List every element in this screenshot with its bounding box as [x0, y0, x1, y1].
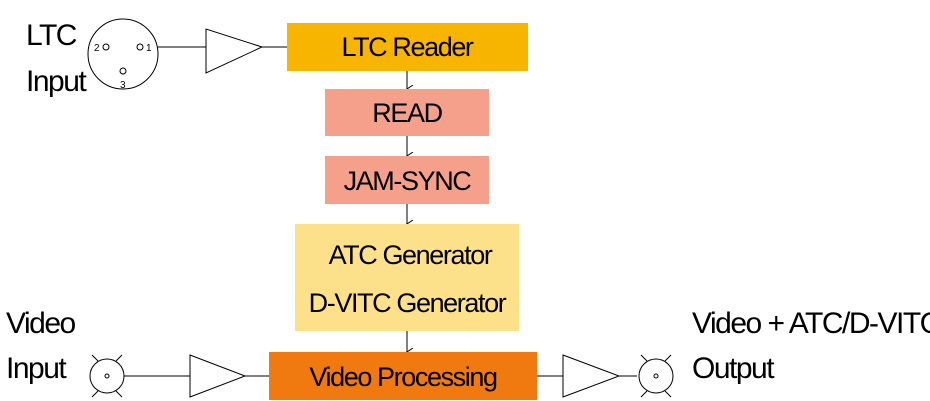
- bnc-input-connector-icon: [89, 354, 125, 398]
- output-label-line1: Video + ATC/D-VITC: [692, 307, 930, 340]
- output-label-line2: Output: [692, 352, 775, 385]
- xlr-pin-3-label: 3: [120, 80, 126, 91]
- xlr-pin-1-label: 1: [146, 43, 152, 54]
- video-input-label-line1: Video: [6, 307, 76, 340]
- output-amplifier-icon: [562, 354, 621, 398]
- video-processing-block: [269, 352, 537, 400]
- xlr-connector-icon: 2 1 3: [87, 18, 159, 91]
- jam-sync-block: [325, 156, 489, 204]
- jam-sync-label: JAM-SYNC: [344, 166, 472, 196]
- ltc-amplifier-icon: [205, 28, 264, 74]
- ltc-input-label-line2: Input: [26, 65, 87, 98]
- video-input-label-line2: Input: [6, 352, 67, 385]
- bnc-output-connector-icon: [638, 354, 674, 398]
- ltc-reader-label: LTC Reader: [341, 32, 473, 62]
- read-label: READ: [372, 98, 442, 128]
- ltc-reader-block: [287, 23, 528, 71]
- video-input-amplifier-icon: [189, 354, 247, 398]
- video-processing-label: Video Processing: [309, 362, 497, 392]
- generator-block: [295, 224, 519, 331]
- dvitc-generator-label: D-VITC Generator: [309, 288, 507, 318]
- xlr-pin-2-label: 2: [94, 43, 100, 54]
- ltc-input-label-line1: LTC: [26, 19, 77, 52]
- atc-generator-label: ATC Generator: [329, 240, 493, 270]
- read-block: [325, 89, 489, 136]
